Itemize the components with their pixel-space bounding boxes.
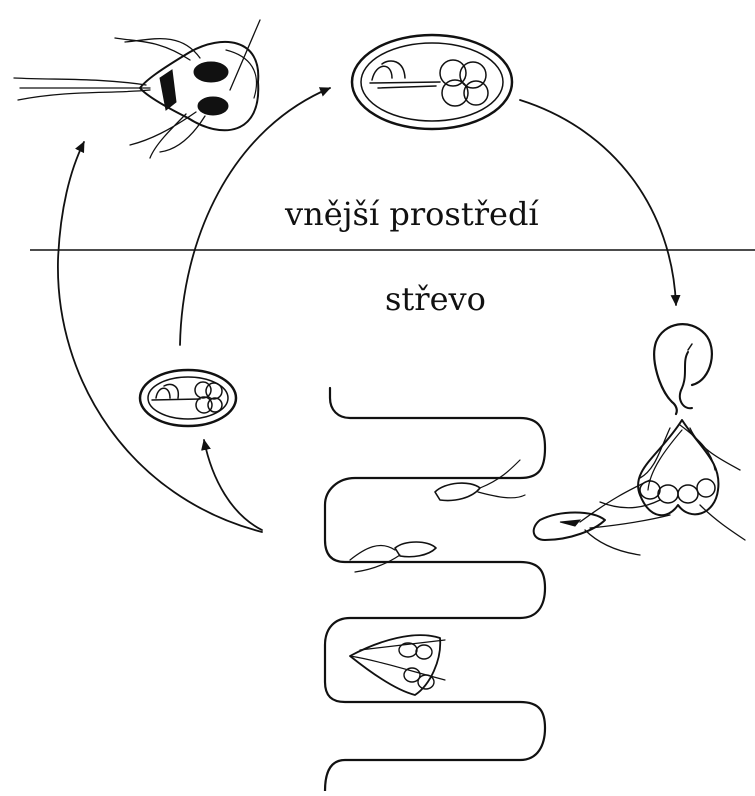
trophozoite-on-villus-2 <box>350 542 436 572</box>
excysting-form <box>654 324 712 414</box>
intestine-villi-outline <box>325 388 545 791</box>
arrow-intestine-to-cyst <box>204 440 262 530</box>
cyst-outside <box>352 35 512 129</box>
dividing-trophozoites <box>600 420 745 540</box>
trophozoite-cluster-villus <box>350 635 445 695</box>
trophozoite-single <box>534 480 670 555</box>
cyst-intestine <box>140 370 236 426</box>
arrow-outside-to-intestine <box>520 100 676 305</box>
label-outside: vnější prostředí <box>284 195 539 233</box>
arrow-intestine-to-trophozoite-outside <box>58 142 262 532</box>
label-intestine: střevo <box>385 280 486 318</box>
trophozoite-outside <box>14 20 260 158</box>
trophozoite-on-villus-1 <box>435 460 525 501</box>
